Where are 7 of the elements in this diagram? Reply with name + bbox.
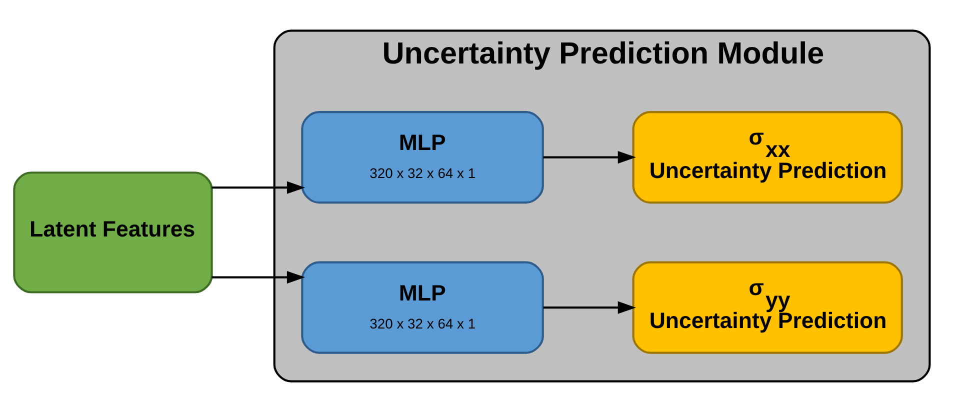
arrow xyxy=(212,270,306,284)
node-box: MLP 320 x 32 x 64 x 1 xyxy=(301,111,544,204)
node-box: Latent Features xyxy=(13,172,213,294)
node-box: MLP 320 x 32 x 64 x 1 xyxy=(301,261,544,354)
arrow xyxy=(543,150,636,164)
arrow xyxy=(212,181,306,194)
arrow xyxy=(543,301,636,314)
